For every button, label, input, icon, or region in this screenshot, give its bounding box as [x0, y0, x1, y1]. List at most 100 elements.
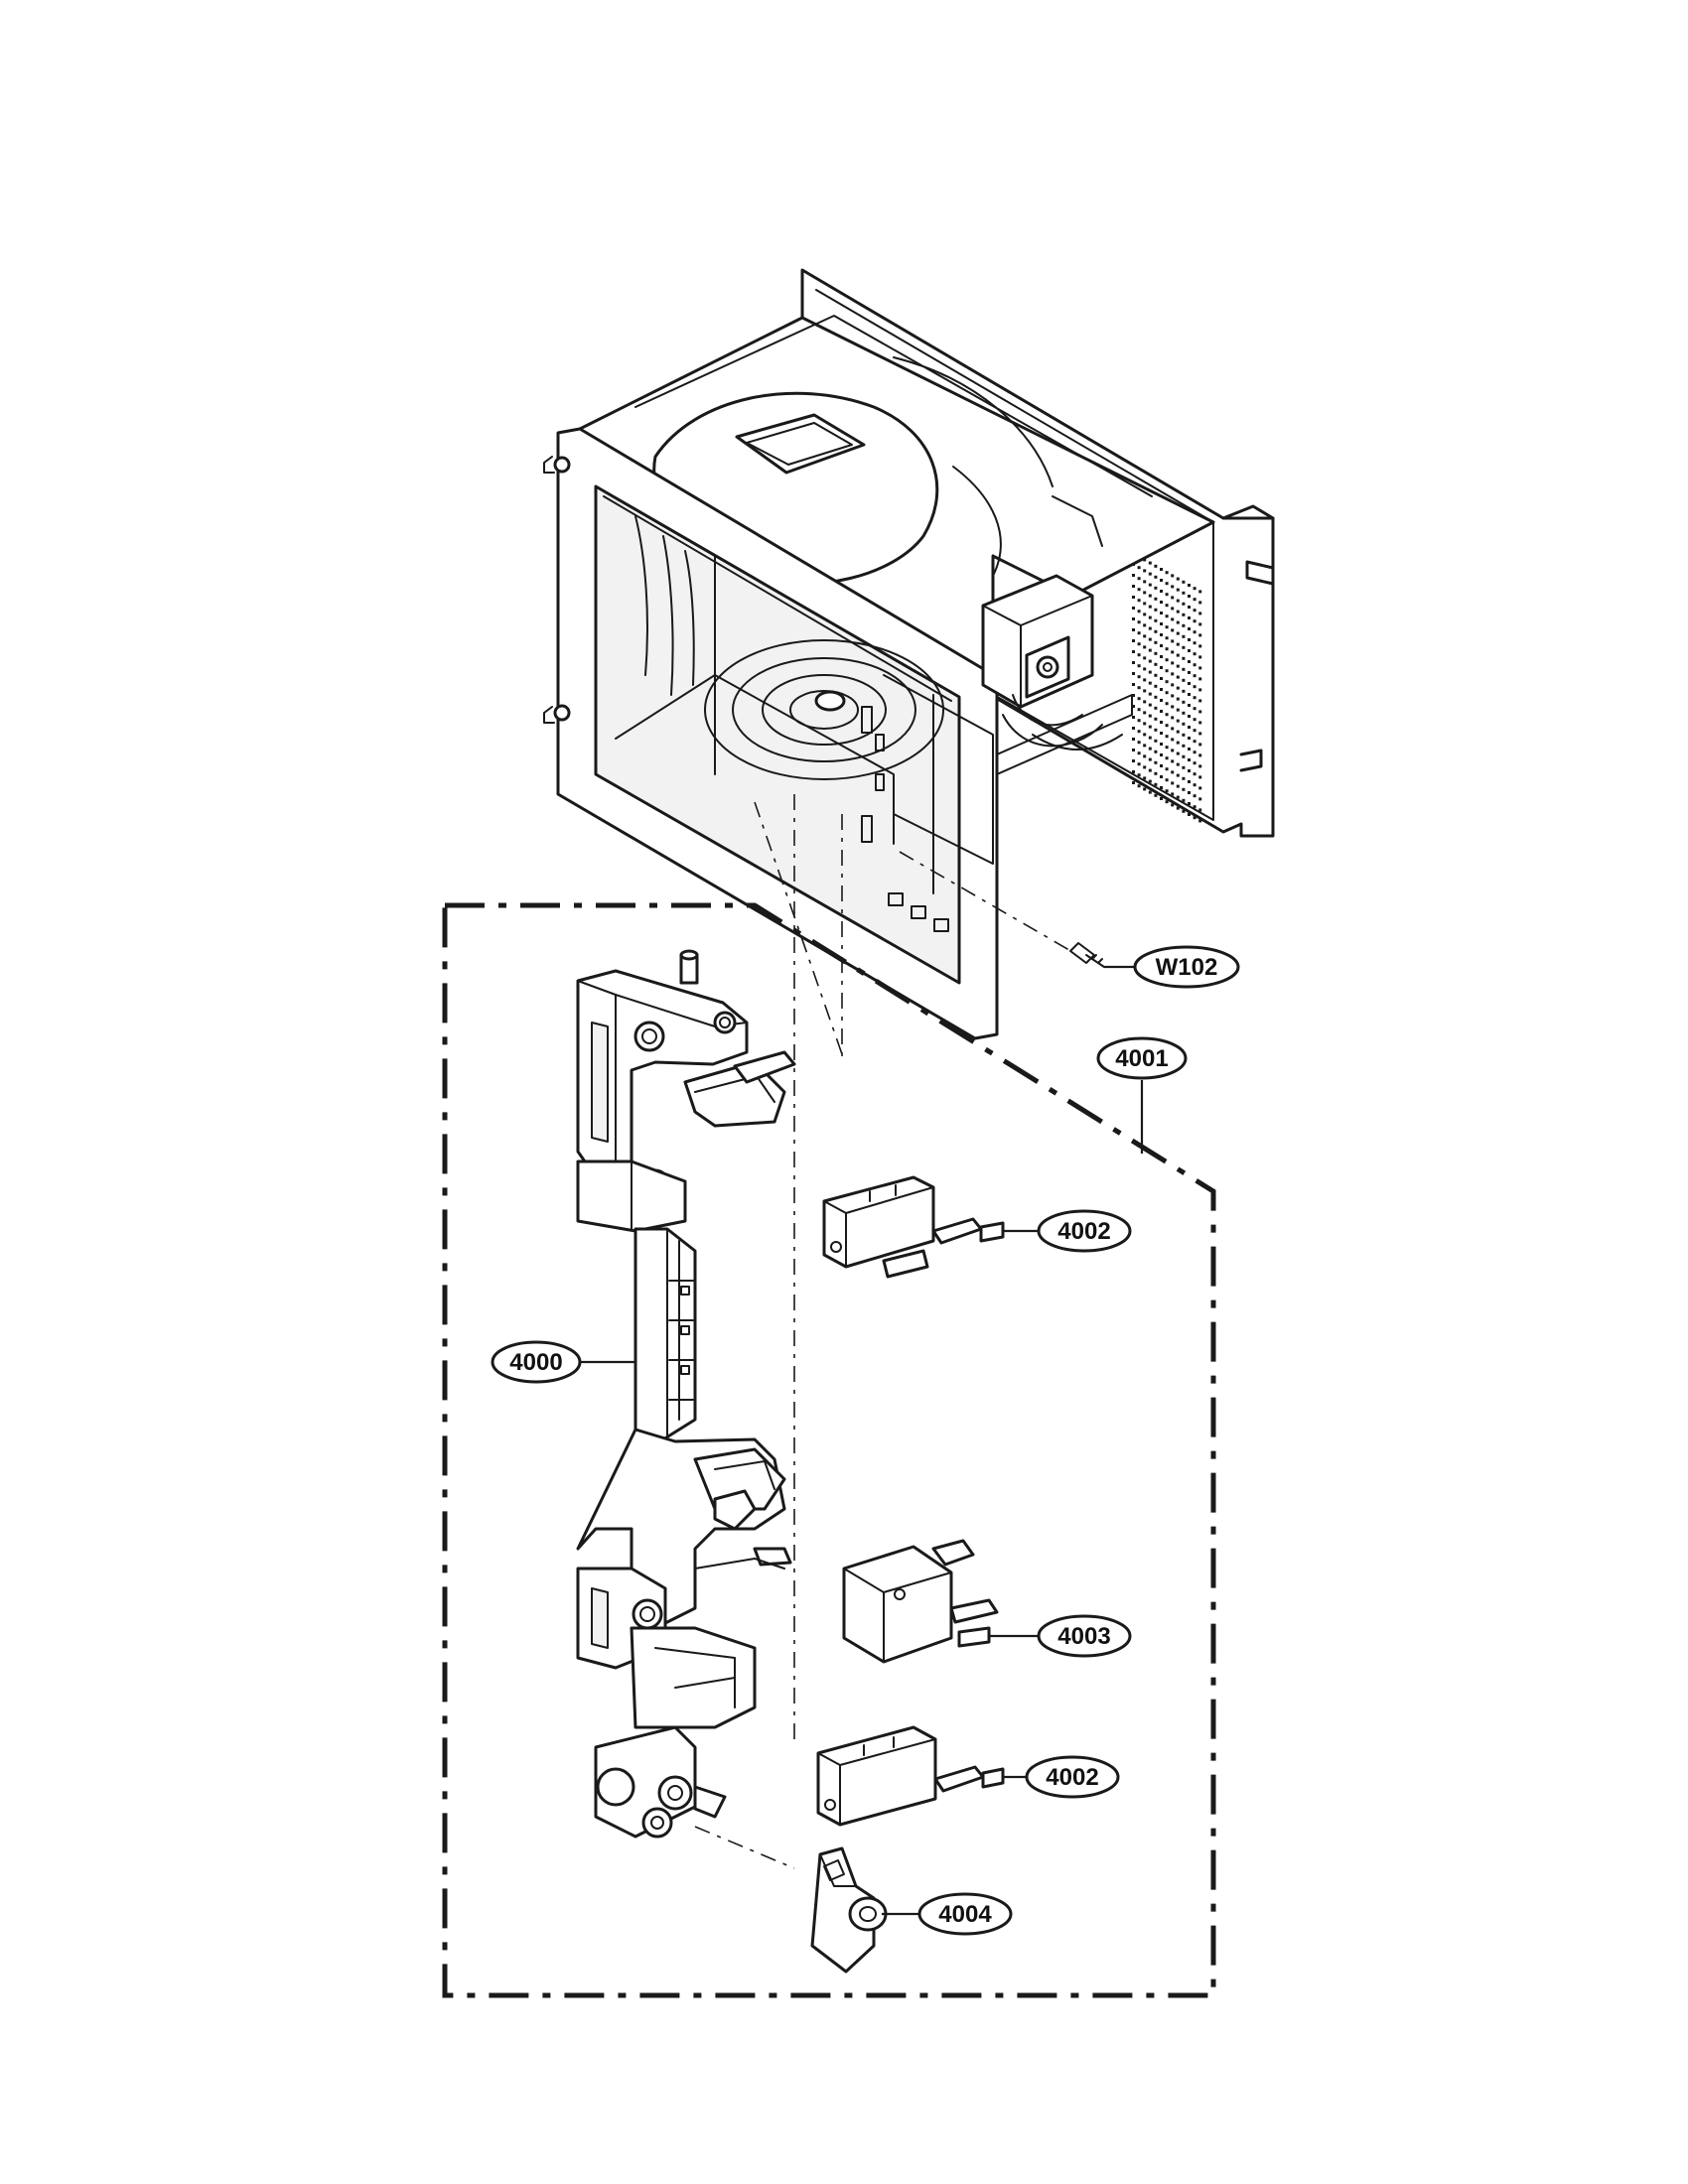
vent-hole — [1154, 728, 1158, 732]
vent-hole — [1154, 782, 1158, 786]
vent-hole — [1137, 762, 1141, 766]
vent-hole — [1182, 754, 1186, 758]
vent-hole — [1176, 741, 1180, 745]
vent-hole — [1193, 816, 1196, 820]
vent-hole — [1176, 806, 1180, 810]
vent-hole — [1188, 671, 1191, 674]
micro-switch-4002-top — [822, 1175, 1005, 1279]
vent-hole — [1171, 683, 1175, 687]
vent-hole — [1137, 599, 1141, 603]
vent-hole — [1154, 739, 1158, 743]
vent-hole — [1154, 608, 1158, 612]
vent-hole — [1182, 580, 1186, 584]
vent-hole — [1176, 653, 1180, 657]
vent-hole — [1171, 585, 1175, 589]
vent-hole — [1188, 748, 1191, 751]
vent-hole — [1154, 564, 1158, 568]
callout-4002-top-label: 4002 — [1057, 1218, 1110, 1245]
vent-hole — [1182, 733, 1186, 737]
vent-hole — [1165, 571, 1169, 575]
vent-hole — [1188, 606, 1191, 609]
callout-w102-label: W102 — [1156, 954, 1218, 981]
vent-hole — [1148, 725, 1152, 729]
vent-hole — [1188, 584, 1191, 587]
vent-hole — [1148, 681, 1152, 685]
vent-hole — [1165, 625, 1169, 629]
vent-hole — [1165, 604, 1169, 608]
callout-4001: 4001 — [1096, 1036, 1188, 1080]
vent-hole — [1198, 808, 1202, 812]
vent-hole — [1171, 694, 1175, 698]
vent-hole — [1160, 644, 1163, 647]
vent-hole — [1154, 651, 1158, 655]
vent-hole — [1193, 674, 1196, 678]
vent-hole — [1165, 756, 1169, 760]
vent-hole — [1154, 597, 1158, 601]
vent-hole — [1176, 664, 1180, 668]
vent-hole — [1176, 697, 1180, 701]
vent-hole — [1198, 764, 1202, 768]
vent-hole — [1176, 599, 1180, 603]
vent-hole — [1165, 746, 1169, 750]
vent-hole — [1193, 587, 1196, 591]
vent-hole — [1160, 797, 1163, 800]
vent-hole — [1176, 675, 1180, 679]
vent-hole — [1132, 781, 1135, 784]
latch-bracket-4000 — [576, 949, 796, 1839]
vent-hole — [1148, 768, 1152, 772]
vent-hole — [1132, 628, 1135, 631]
callout-w102: W102 — [1133, 945, 1240, 989]
vent-hole — [1165, 636, 1169, 640]
vent-hole — [1160, 764, 1163, 767]
vent-hole — [1143, 765, 1147, 769]
vent-hole — [1137, 642, 1141, 646]
vent-hole — [1188, 737, 1191, 740]
vent-hole — [1171, 650, 1175, 654]
vent-hole — [1143, 580, 1147, 584]
vent-hole — [1137, 631, 1141, 635]
vent-hole — [1154, 750, 1158, 753]
vent-hole — [1176, 631, 1180, 635]
micro-switch-4002-bottom — [816, 1725, 1005, 1827]
callout-4003: 4003 — [1037, 1614, 1132, 1658]
vent-hole — [1193, 696, 1196, 700]
vent-hole — [1193, 718, 1196, 722]
vent-hole — [1154, 793, 1158, 797]
vent-hole — [1132, 716, 1135, 719]
vent-hole — [1148, 637, 1152, 641]
vent-hole — [1198, 644, 1202, 648]
callout-4000: 4000 — [491, 1340, 582, 1384]
vent-hole — [1182, 722, 1186, 726]
vent-hole — [1154, 760, 1158, 764]
vent-hole — [1143, 787, 1147, 791]
vent-hole — [1188, 715, 1191, 718]
vent-hole — [1188, 791, 1191, 794]
vent-hole — [1132, 738, 1135, 741]
vent-hole — [1143, 700, 1147, 704]
vent-hole — [1148, 779, 1152, 783]
vent-hole — [1198, 775, 1202, 779]
vent-hole — [1188, 780, 1191, 783]
vent-hole — [1171, 716, 1175, 720]
vent-hole — [1193, 783, 1196, 787]
vent-hole — [1182, 700, 1186, 704]
vent-hole — [1143, 776, 1147, 780]
vent-hole — [1148, 583, 1152, 587]
vent-hole — [1132, 683, 1135, 686]
vent-hole — [1193, 609, 1196, 613]
vent-hole — [1165, 778, 1169, 782]
vent-hole — [1137, 784, 1141, 788]
vent-hole — [1148, 703, 1152, 707]
vent-hole — [1188, 802, 1191, 805]
vent-hole — [1198, 819, 1202, 823]
vent-hole — [1137, 751, 1141, 755]
vent-hole — [1182, 776, 1186, 780]
vent-hole — [1198, 688, 1202, 692]
vent-hole — [1182, 689, 1186, 693]
vent-hole — [1198, 677, 1202, 681]
vent-hole — [1182, 656, 1186, 660]
vent-hole — [1160, 721, 1163, 724]
vent-hole — [1132, 585, 1135, 588]
vent-hole — [1188, 758, 1191, 761]
vent-hole — [1176, 610, 1180, 614]
